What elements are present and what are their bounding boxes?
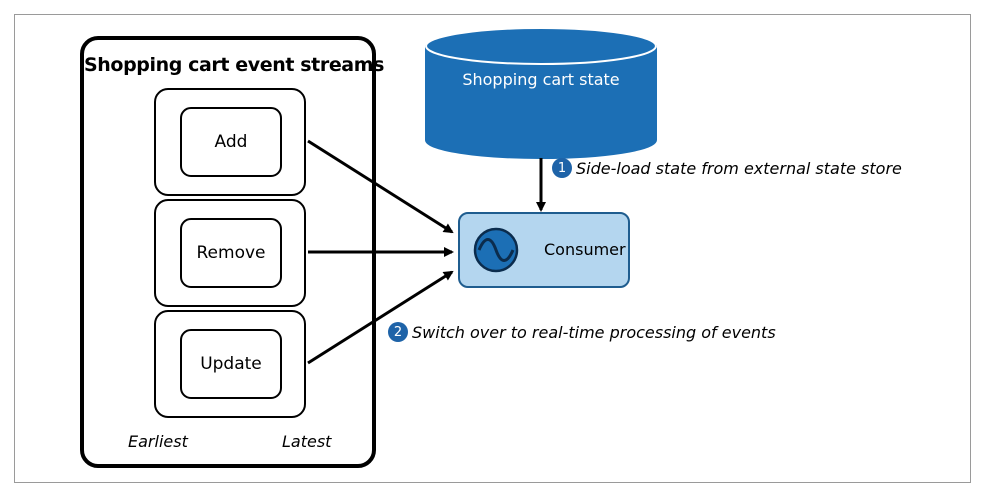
step-1-note: 1 Side-load state from external state st… xyxy=(552,158,902,178)
diagram-frame xyxy=(14,14,971,483)
state-store-label: Shopping cart state xyxy=(462,70,620,89)
stream-add: Add xyxy=(154,88,306,196)
event-update: Update xyxy=(180,329,282,399)
range-end-label: Latest xyxy=(282,432,332,451)
event-add: Add xyxy=(180,107,282,177)
step-1-text: Side-load state from external state stor… xyxy=(576,158,902,178)
range-start-label: Earliest xyxy=(128,432,188,451)
event-streams-group: Shopping cart event streams Add Remove U… xyxy=(80,36,385,468)
step-2-badge: 2 xyxy=(388,322,408,342)
update-stream-arrow xyxy=(307,270,454,365)
event-remove: Remove xyxy=(180,218,282,288)
consumer-label: Consumer xyxy=(544,240,626,259)
group-title: Shopping cart event streams xyxy=(84,54,385,76)
state-store-cylinder xyxy=(425,27,657,159)
step-2-text: Switch over to real-time processing of e… xyxy=(412,322,776,342)
stream-update: Update xyxy=(154,310,306,418)
add-stream-arrow xyxy=(307,139,454,234)
stream-remove: Remove xyxy=(154,199,306,307)
consumer-box: Consumer xyxy=(458,212,630,288)
step-2-note: 2 Switch over to real-time processing of… xyxy=(388,322,776,342)
sine-wave-icon xyxy=(473,227,519,273)
step-1-badge: 1 xyxy=(552,158,572,178)
